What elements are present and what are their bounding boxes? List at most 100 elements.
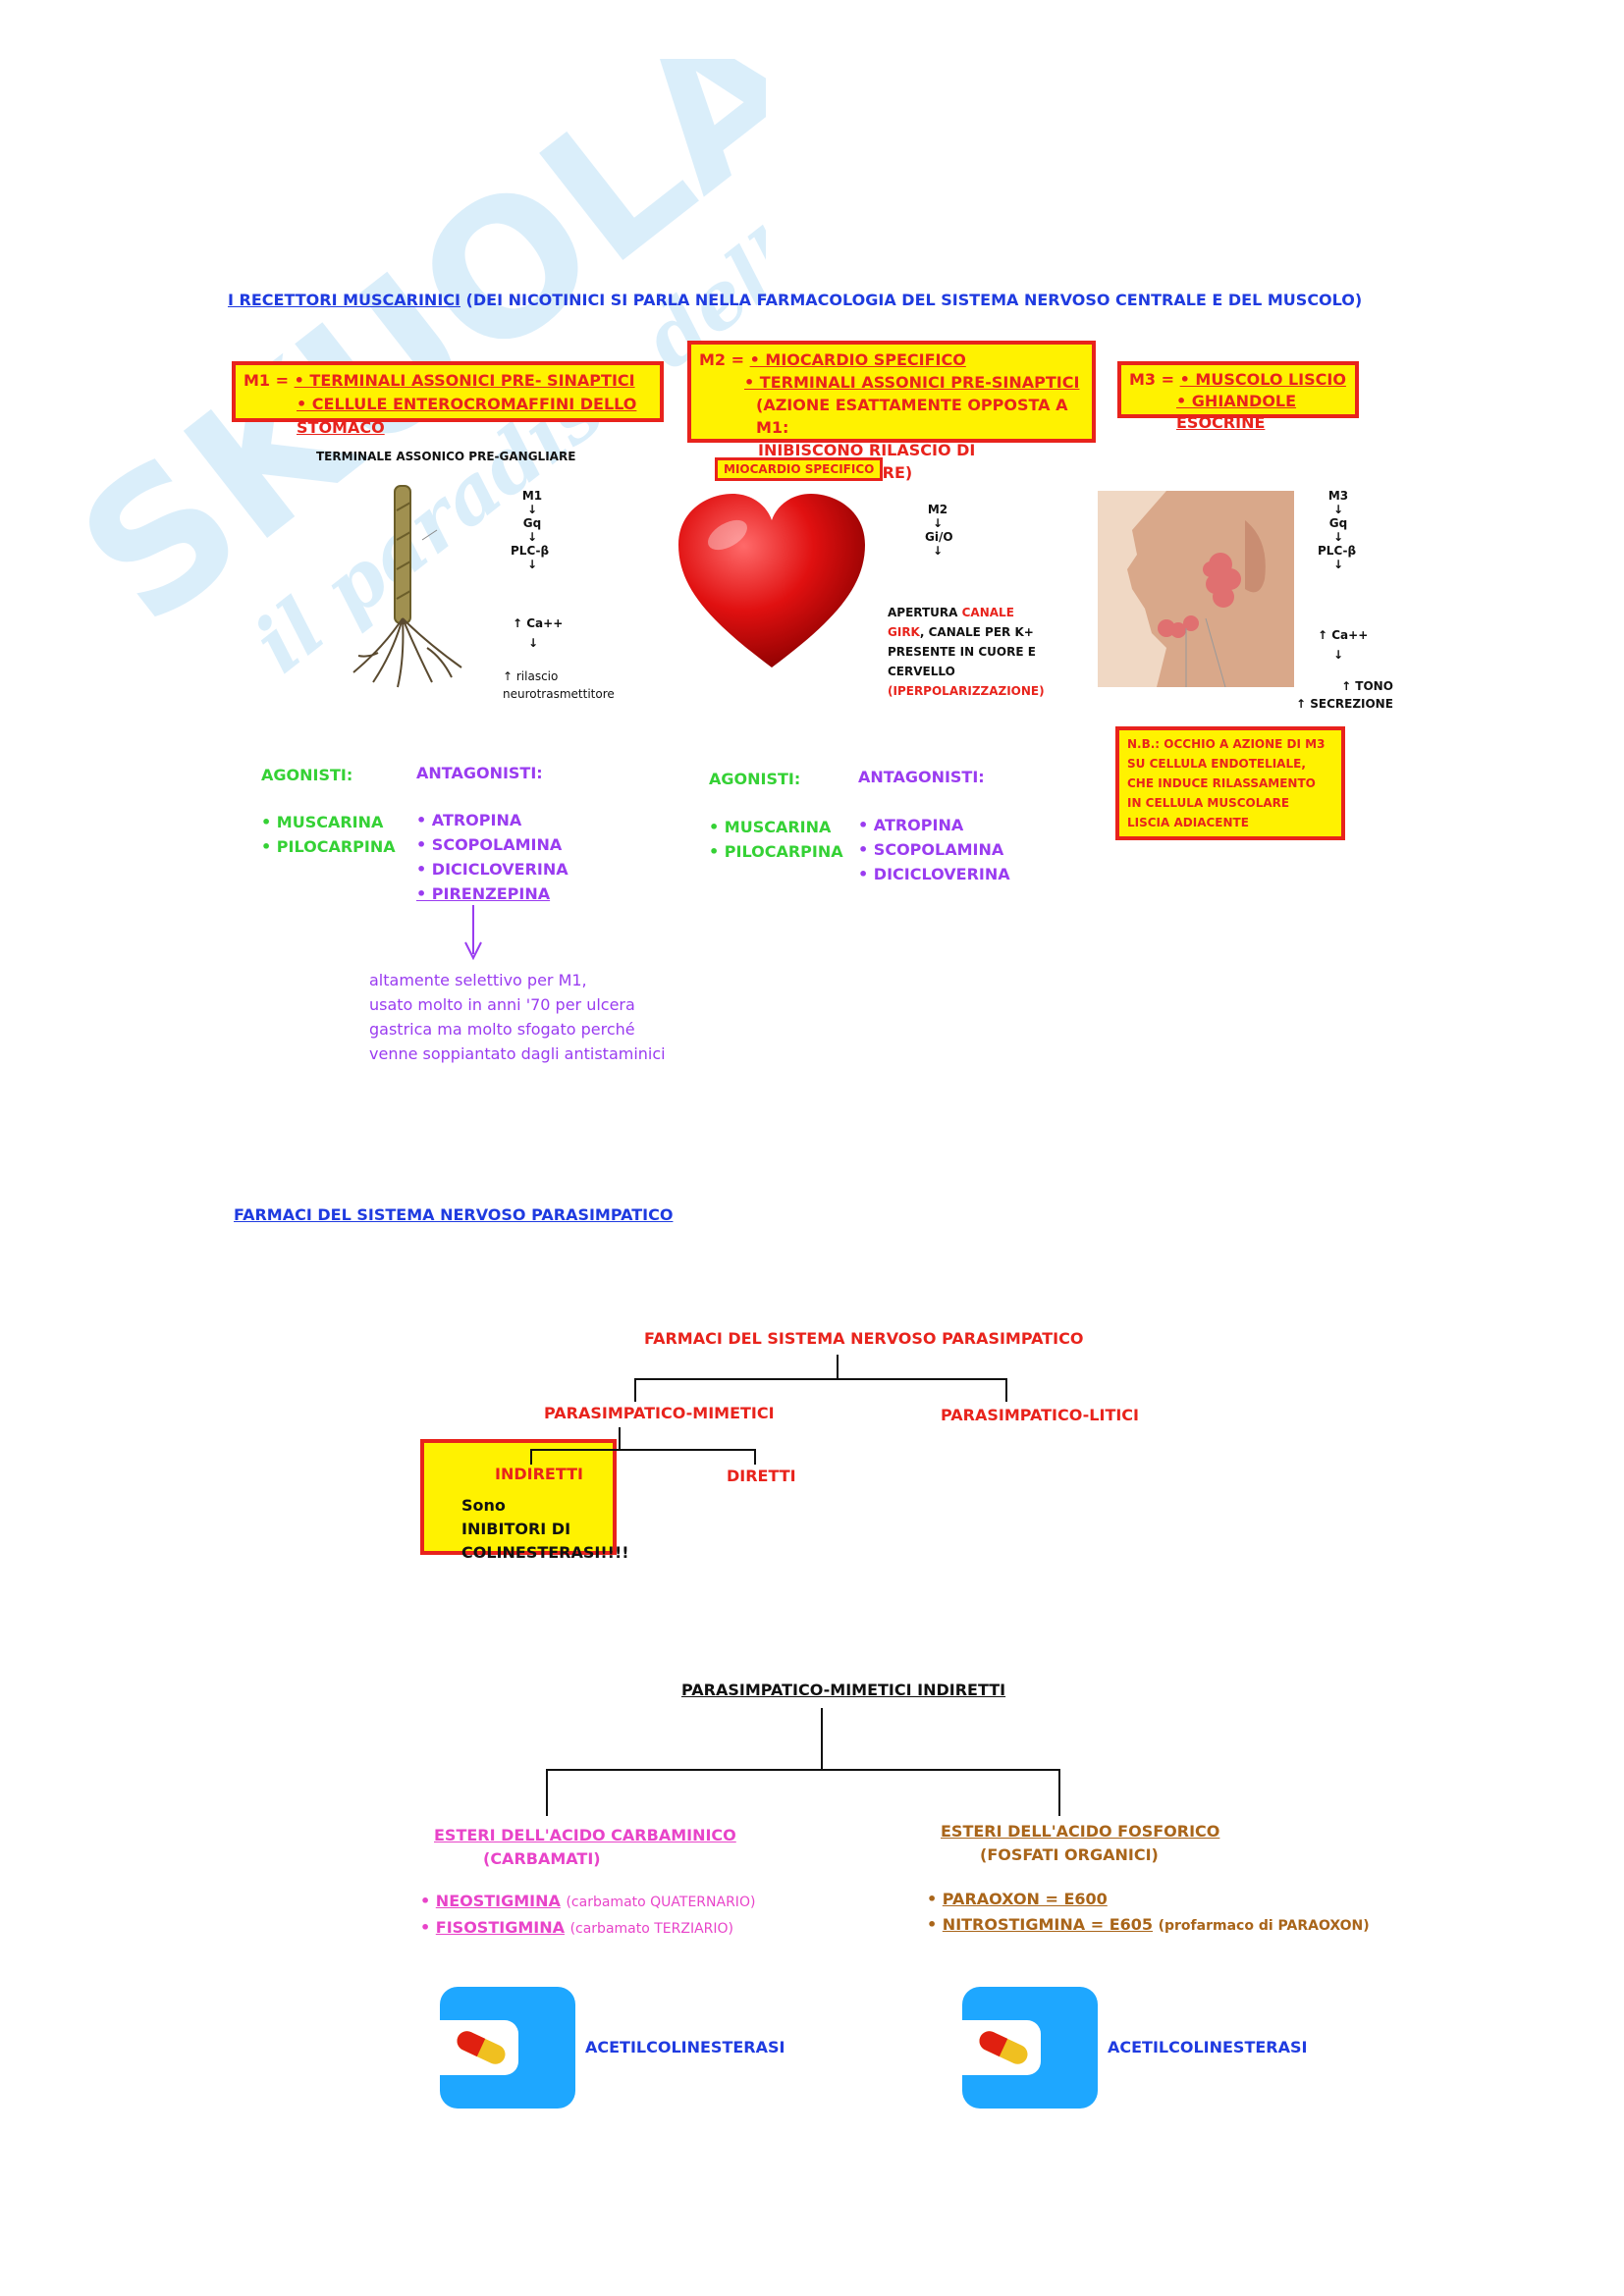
drug-item: • ATROPINA <box>858 813 1010 837</box>
note-line: altamente selettivo per M1, <box>369 968 666 992</box>
heart-illustration <box>674 491 870 672</box>
tree-root: FARMACI DEL SISTEMA NERVOSO PARASIMPATIC… <box>644 1329 1083 1348</box>
pathway-step: Gi/O <box>925 530 950 544</box>
drug-item: • MUSCARINA <box>709 815 843 839</box>
section-title-muscarinic: I RECETTORI MUSCARINICI (DEI NICOTINICI … <box>228 291 1362 309</box>
arrow-down-icon: ↓ <box>520 530 544 544</box>
m2-agonists-title: AGONISTI: <box>709 770 800 788</box>
arrow-down-icon: ↓ <box>925 544 950 558</box>
m1-label: M1 = <box>244 371 295 390</box>
pill-icon <box>974 2028 1033 2067</box>
m2-desc-red: (IPERPOLARIZZAZIONE) <box>888 681 1045 701</box>
m1-antagonists-list: • ATROPINA • SCOPOLAMINA • DICICLOVERINA… <box>416 808 568 906</box>
m1-box: M1 = • TERMINALI ASSONICI PRE- SINAPTICI… <box>232 361 664 422</box>
face-glands-illustration <box>1098 491 1294 687</box>
tree-connector <box>546 1769 1060 1771</box>
m2-pathway: M2 ↓ Gi/O ↓ <box>925 503 950 558</box>
drug-item: • SCOPOLAMINA <box>416 832 568 857</box>
m1-caption: TERMINALE ASSONICO PRE-GANGLIARE <box>316 450 575 463</box>
phosphate-item: • PARAOXON = E600 <box>927 1887 1370 1912</box>
m1-agonists-title: AGONISTI: <box>261 766 352 784</box>
arrow-down-icon: ↓ <box>1326 558 1351 571</box>
m1-pathway: M1 ↓ Gq ↓ PLC-β ↓ <box>520 489 544 571</box>
nerve-terminal-illustration <box>344 481 471 692</box>
drug-item: • PILOCARPINA <box>709 839 843 864</box>
m1-pathway-release: ↑ rilascio neurotrasmettitore <box>503 667 615 703</box>
tree-connector <box>837 1355 839 1378</box>
tree-connector <box>634 1378 636 1402</box>
m1-pathway-ca: ↑ Ca++ <box>513 616 563 630</box>
carbamate-item: • FISOSTIGMINA (carbamato TERZIARIO) <box>420 1915 755 1942</box>
m2-item-1: • MIOCARDIO SPECIFICO <box>750 350 966 369</box>
m1-item-2: • CELLULE ENTEROCROMAFFINI DELLO STOMACO <box>244 393 652 440</box>
m1-item-1: • TERMINALI ASSONICI PRE- SINAPTICI <box>295 371 635 390</box>
m3-pathway-result: ↑ TONO ↑ SECREZIONE <box>1296 677 1393 713</box>
tree-connector <box>754 1449 756 1465</box>
m1-agonists-list: • MUSCARINA • PILOCARPINA <box>261 810 396 859</box>
m3-note-box: N.B.: OCCHIO A AZIONE DI M3 SU CELLULA E… <box>1115 726 1345 840</box>
section-title-indirect: PARASIMPATICO-MIMETICI INDIRETTI <box>681 1681 1005 1699</box>
m3-box: M3 = • MUSCOLO LISCIO • GHIANDOLE ESOCRI… <box>1117 361 1359 418</box>
tree-connector <box>546 1769 548 1816</box>
m2-description: APERTURA CANALE GIRK, CANALE PER K+ PRES… <box>888 603 1045 701</box>
arrow-down-icon: ↓ <box>1333 648 1343 662</box>
section-title-note: (DEI NICOTINICI SI PARLA NELLA FARMACOLO… <box>466 291 1363 309</box>
m2-agonists-list: • MUSCARINA • PILOCARPINA <box>709 815 843 864</box>
arrow-down-icon: ↓ <box>520 503 544 516</box>
drug-item: • PIRENZEPINA <box>416 881 568 906</box>
pathway-step: M3 <box>1326 489 1351 503</box>
phosphate-title: ESTERI DELL'ACIDO FOSFORICO <box>941 1822 1219 1841</box>
m3-pathway-ca: ↑ Ca++ <box>1318 628 1368 642</box>
tree-connector <box>619 1427 621 1449</box>
m2-desc-text: , CANALE PER K+ <box>920 625 1034 639</box>
m2-desc-red: GIRK <box>888 625 920 639</box>
arrow-down-icon: ↓ <box>925 516 950 530</box>
arrow-down-icon: ↓ <box>528 636 538 650</box>
drug-item: • MUSCARINA <box>261 810 396 834</box>
m2-item-2: • TERMINALI ASSONICI PRE-SINAPTICI <box>699 371 1084 394</box>
m2-desc-text: APERTURA <box>888 606 957 619</box>
phosphate-item: • NITROSTIGMINA = E605 (profarmaco di PA… <box>927 1912 1370 1939</box>
pirenzepina-note: altamente selettivo per M1, usato molto … <box>369 968 666 1066</box>
m2-desc-red: CANALE <box>962 606 1014 619</box>
pathway-step: Gq <box>1326 516 1351 530</box>
section-title-parasympathetic: FARMACI DEL SISTEMA NERVOSO PARASIMPATIC… <box>234 1205 673 1224</box>
carbamate-title: ESTERI DELL'ACIDO CARBAMINICO <box>434 1826 736 1844</box>
pill-icon-box <box>962 1987 1098 2109</box>
m2-antagonists-title: ANTAGONISTI: <box>858 768 985 786</box>
m2-box: M2 = • MIOCARDIO SPECIFICO • TERMINALI A… <box>687 341 1096 443</box>
tree-connector <box>821 1708 823 1769</box>
phosphate-list: • PARAOXON = E600 • NITROSTIGMINA = E605… <box>927 1887 1370 1939</box>
pill-icon <box>452 2028 511 2067</box>
pathway-step: PLC-β <box>1318 544 1351 558</box>
tree-diretti: DIRETTI <box>727 1467 796 1485</box>
m3-item-2: • GHIANDOLE ESOCRINE <box>1129 391 1347 434</box>
carbamate-subtitle: (CARBAMATI) <box>483 1849 601 1868</box>
arrow-down-icon <box>463 905 483 960</box>
tree-indiretti: INDIRETTI <box>495 1465 583 1483</box>
tree-connector <box>634 1378 1007 1380</box>
tree-connector <box>1058 1769 1060 1816</box>
drug-item: • DICICLOVERINA <box>858 862 1010 886</box>
m2-item-3: (AZIONE ESATTAMENTE OPPOSTA A M1: <box>699 394 1084 439</box>
tree-litici: PARASIMPATICO-LITICI <box>941 1406 1139 1424</box>
m3-item-1: • MUSCOLO LISCIO <box>1180 370 1346 389</box>
section-title: I RECETTORI MUSCARINICI <box>228 291 460 309</box>
m3-pathway: M3 ↓ Gq ↓ PLC-β ↓ <box>1326 489 1351 571</box>
carbamate-list: • NEOSTIGMINA (carbamato QUATERNARIO) • … <box>420 1889 755 1942</box>
tree-connector <box>530 1449 532 1465</box>
drug-item: • ATROPINA <box>416 808 568 832</box>
enzyme-label-left: ACETILCOLINESTERASI <box>585 2038 785 2056</box>
pill-icon-box <box>440 1987 575 2109</box>
drug-item: • DICICLOVERINA <box>416 857 568 881</box>
m3-label: M3 = <box>1129 370 1180 389</box>
indiretti-box: INDIRETTI Sono INIBITORI DI COLINESTERAS… <box>420 1439 617 1555</box>
enzyme-label-right: ACETILCOLINESTERASI <box>1108 2038 1307 2056</box>
tree-connector <box>1005 1378 1007 1402</box>
phosphate-subtitle: (FOSFATI ORGANICI) <box>980 1845 1159 1864</box>
note-line: usato molto in anni '70 per ulcera <box>369 992 666 1017</box>
indiretti-note: Sono INIBITORI DI COLINESTERASI!!!! <box>461 1494 589 1565</box>
m2-label: M2 = <box>699 350 750 369</box>
pathway-step: Gq <box>520 516 544 530</box>
arrow-down-icon: ↓ <box>1326 530 1351 544</box>
